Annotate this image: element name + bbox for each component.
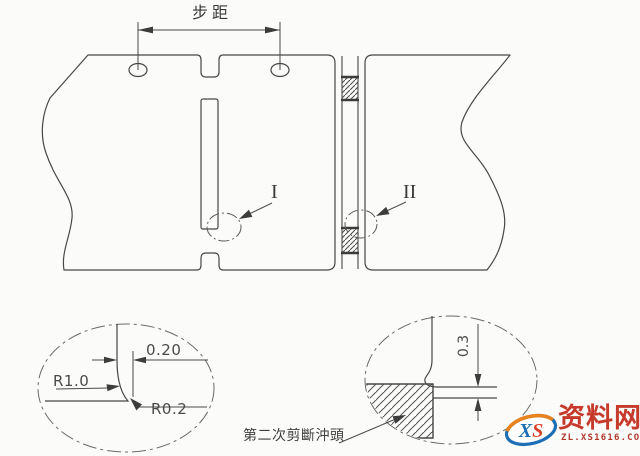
detail-marker-2 — [344, 201, 407, 239]
logo-text: XS — [518, 420, 543, 442]
detail-1-offset-dimension: 0.20 — [146, 341, 182, 359]
detail-2-label: II — [403, 181, 417, 203]
punch-section-bottom — [341, 226, 359, 255]
watermark-site-url: ZL.XS1616.COM — [561, 433, 640, 443]
pitch-dimension-label: 步距 — [192, 5, 233, 22]
left-strip-outline — [41, 54, 336, 271]
second-punch-callout: 第二次剪斷沖頭 — [243, 427, 345, 443]
detail-2-step-dimension: 0.3 — [456, 334, 472, 358]
detail-view-1 — [37, 323, 215, 453]
second-punch-hatch — [366, 383, 434, 439]
detail-1-radius-large: R1.0 — [53, 372, 90, 390]
detail-marker-1 — [206, 202, 273, 242]
right-strip-outline — [364, 54, 511, 271]
watermark-site-name: 资料网 — [558, 403, 640, 433]
pitch-dimension — [137, 22, 281, 70]
watermark: XS 资料网 ZL.XS1616.COM — [500, 403, 640, 453]
detail-1-radius-small: R0.2 — [151, 400, 188, 418]
xs-logo-icon: XS — [504, 413, 558, 447]
punch-section-top — [341, 75, 359, 102]
center-slot — [200, 98, 219, 230]
detail-1-label: I — [271, 181, 278, 203]
